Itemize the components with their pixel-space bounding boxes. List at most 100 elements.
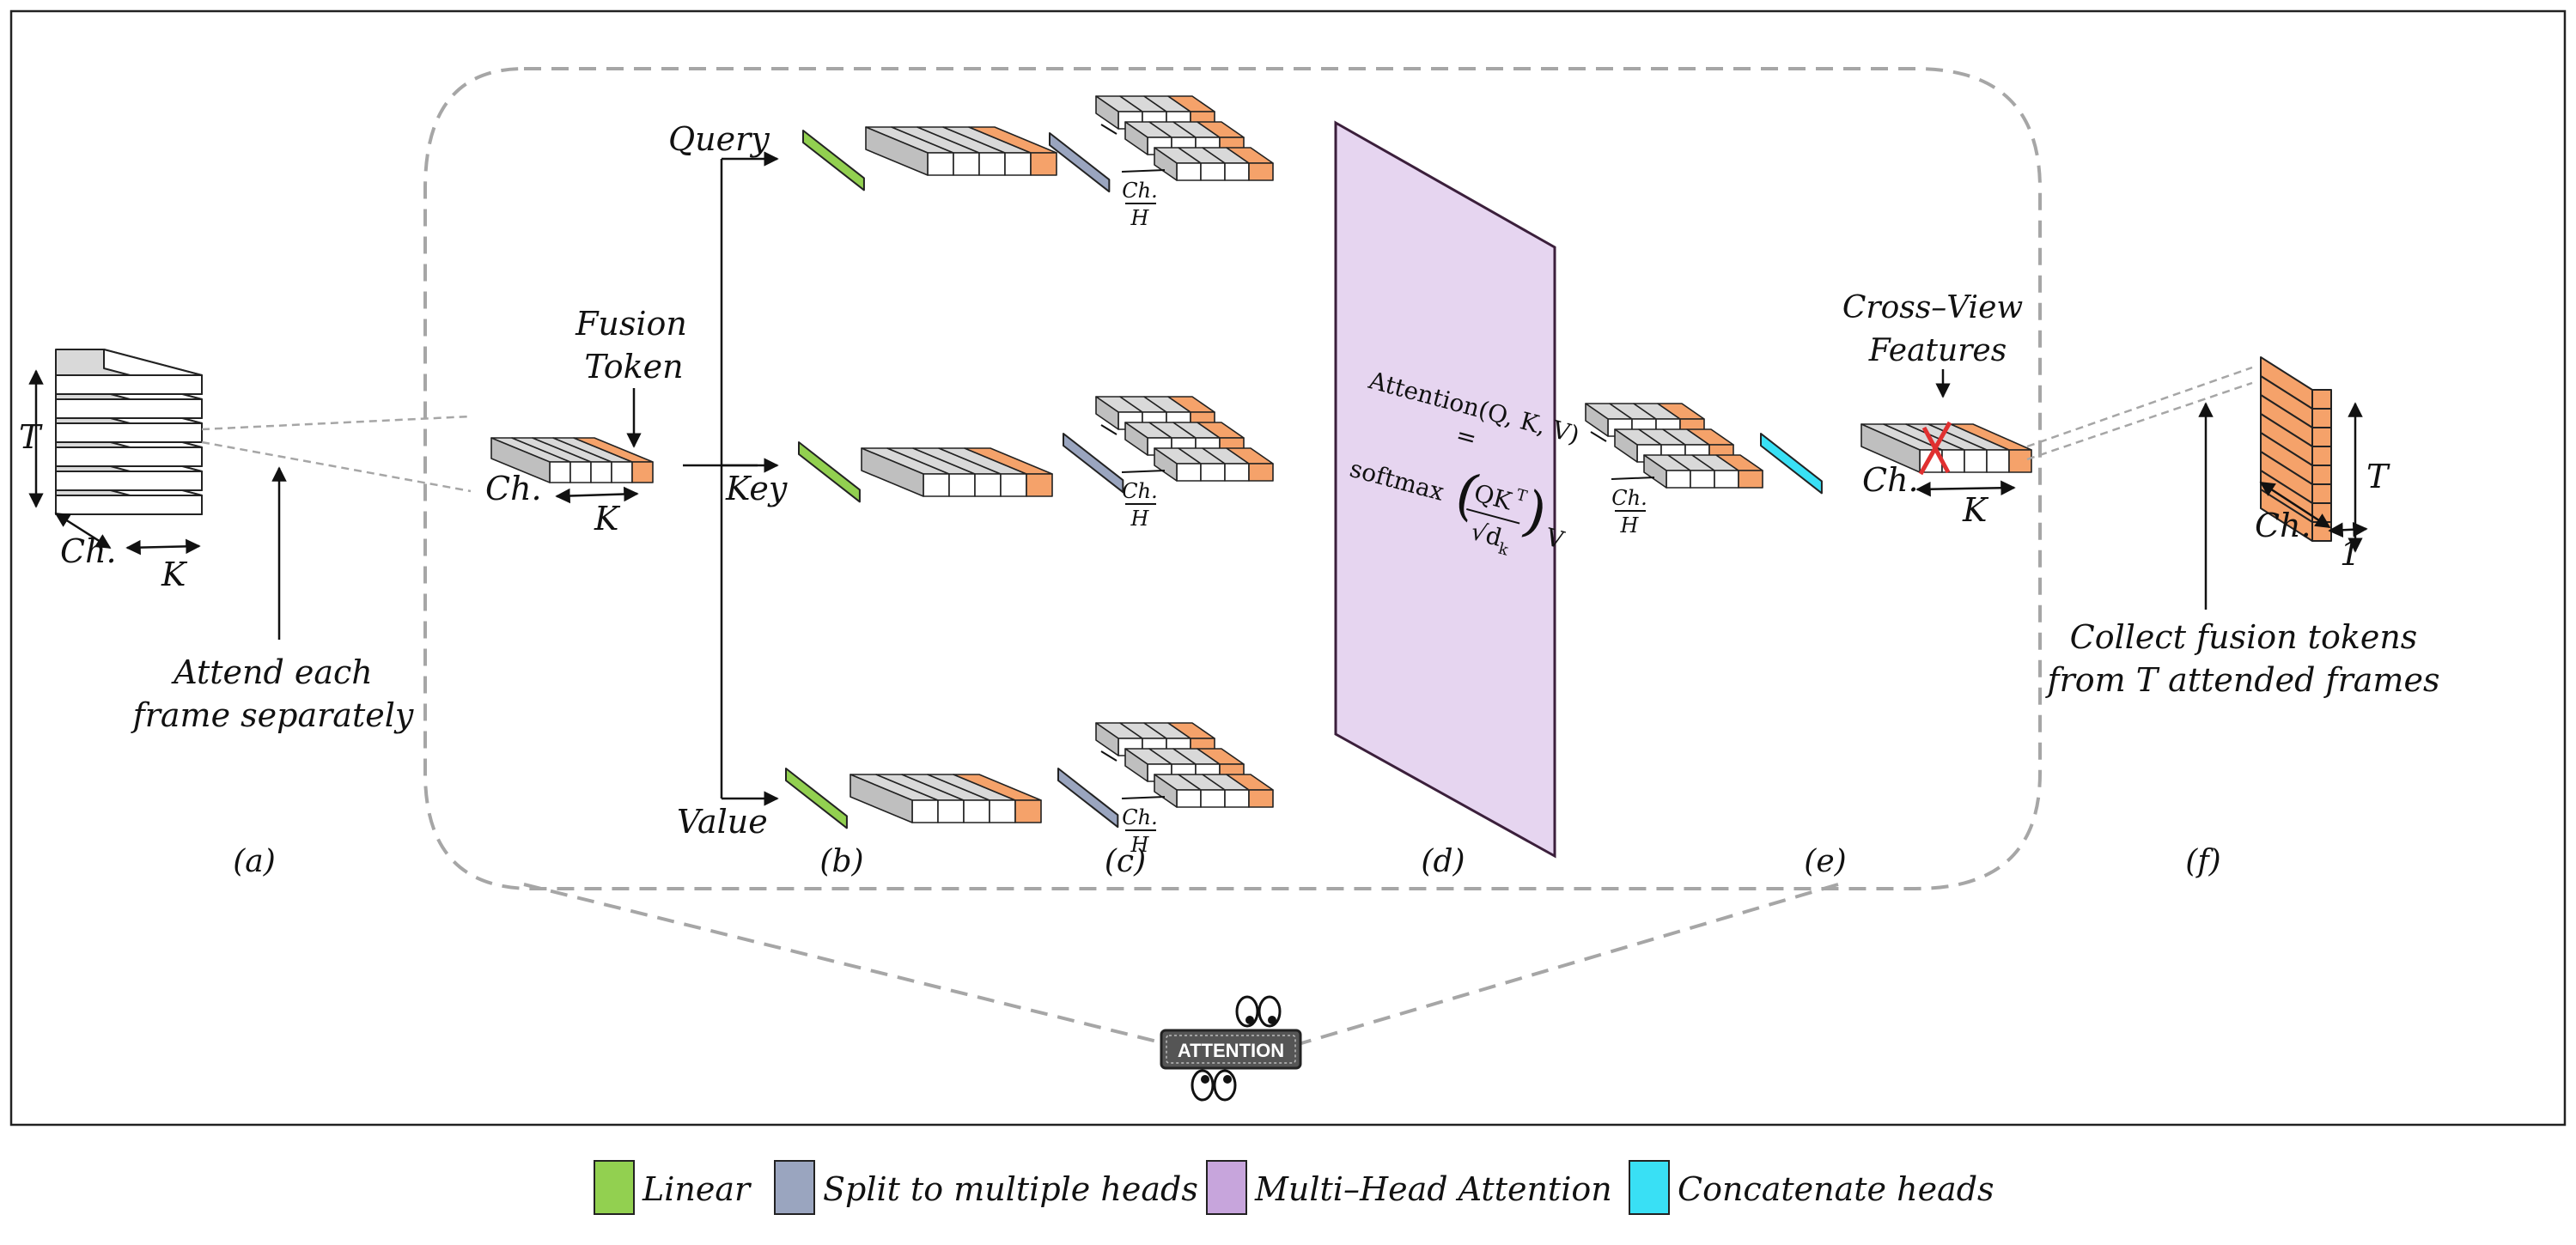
input-slab [490, 437, 654, 483]
legend-item-concat: Concatenate heads [1629, 1160, 1994, 1215]
split-layer [1063, 433, 1124, 494]
slab-front-cell [1986, 449, 2010, 473]
query-label: Query [668, 120, 770, 158]
input-k-label: K [594, 500, 621, 537]
slab-front-cell [1026, 473, 1053, 497]
slab-front-cell [1248, 162, 1274, 181]
legend-item-mha: Multi–Head Attention [1206, 1160, 1612, 1215]
input-ch-label: Ch. [485, 470, 542, 507]
collected-token-front [2311, 389, 2332, 410]
slab-front-cell [1224, 162, 1250, 181]
slab-side [1154, 774, 1178, 808]
head-h-arrow [1121, 169, 1166, 173]
collect-label-line1: Collect fusion tokens [2070, 618, 2418, 656]
slab-front-cell [1200, 463, 1226, 482]
frame-front [55, 422, 203, 443]
zoom-line-f [2026, 366, 2253, 461]
frame-front [55, 398, 203, 419]
output-side: Ch.H [1585, 403, 2032, 537]
fusion-token-label-line1: Fusion [575, 305, 687, 343]
slab-side [1095, 396, 1119, 430]
collected-token-front [2311, 465, 2332, 485]
head-ch-label: Ch. [1611, 486, 1647, 510]
slab-side [1154, 447, 1178, 482]
cross-out-mark [1918, 421, 1952, 476]
slab-front-cell [1714, 470, 1739, 489]
slab-front-cell [569, 461, 592, 483]
slab-front-cell [1176, 162, 1202, 181]
split-heads: Ch.H [1095, 95, 1274, 230]
projected-slab [850, 774, 1042, 823]
slab-front-cell [1224, 789, 1250, 808]
key-label: Key [725, 470, 788, 507]
attend-label-line1: Attend each [171, 653, 373, 691]
slab-front-cell [1000, 473, 1027, 497]
stack-k-label: K [161, 556, 188, 593]
legend-label-concat: Concatenate heads [1678, 1170, 1994, 1208]
slab-front-cell [1690, 470, 1715, 489]
slab-front-cell [1964, 449, 1988, 473]
collected-ch-label: Ch. [2255, 507, 2311, 544]
head-h-arrow [1611, 477, 1655, 480]
legend-swatch-concat [1629, 1160, 1670, 1215]
slab-front-cell [927, 152, 954, 176]
split-heads: Ch.H [1095, 396, 1274, 531]
slab-side [1154, 147, 1178, 181]
fusion-token-label-line2: Token [584, 348, 683, 386]
slab-front-cell [974, 473, 1002, 497]
split-heads: Ch. H [1095, 722, 1274, 857]
projected-slab [861, 447, 1053, 497]
head-ch-label: Ch. [1122, 479, 1157, 503]
collected-token-front [2311, 483, 2332, 504]
slab-front-cell [923, 473, 950, 497]
input-token-slab [490, 437, 654, 483]
collected-one-arrow [2328, 521, 2368, 538]
linear-layer [802, 130, 865, 191]
slab-front-cell [937, 799, 965, 823]
output-k-label: K [1962, 491, 1989, 529]
slab-side [1643, 454, 1667, 489]
head-slab [1643, 454, 1763, 489]
concat-input-heads: Ch.H [1585, 403, 1763, 537]
qkv-row: Ch.H [802, 95, 1274, 230]
panel-label-b: (b) [819, 844, 863, 879]
stack-ch-arrow [54, 512, 112, 550]
panel-label-f: (f) [2185, 844, 2220, 879]
panel-label-d: (d) [1421, 844, 1465, 879]
panel-label-a: (a) [233, 844, 276, 879]
slab-front-cell [1738, 470, 1763, 489]
slab-front-cell [1200, 162, 1226, 181]
slab-front-cell [1248, 463, 1274, 482]
legend-item-split: Split to multiple heads [774, 1160, 1198, 1215]
cross-view-label-line1: Cross–View [1842, 290, 2024, 325]
head-ch-label: Ch. [1122, 805, 1157, 829]
slab-front-cell [1248, 789, 1274, 808]
head-h-label: H [1130, 833, 1150, 857]
concat-layer [1760, 433, 1823, 495]
head-ch-arrow [1590, 431, 1607, 442]
slab-front-cell [1224, 463, 1250, 482]
zoom-funnel [523, 883, 1839, 1045]
frame-front [55, 471, 203, 491]
head-ch-label: Ch. [1122, 179, 1157, 203]
slab-front-cell [1176, 789, 1202, 808]
slab-front-cell [631, 461, 654, 483]
slab-side [490, 437, 551, 483]
panel-label-c: (c) [1105, 844, 1146, 879]
head-h-arrow [1121, 796, 1166, 799]
slab-front-cell [1030, 152, 1057, 176]
output-k-arrow [1915, 480, 2016, 497]
head-slab [1154, 447, 1274, 482]
slab-front-cell [1014, 799, 1042, 823]
frame-front [55, 446, 203, 467]
slab-front-cell [953, 152, 980, 176]
slab-side [1124, 748, 1148, 782]
slab-front-cell [978, 152, 1006, 176]
head-ch-arrow [1100, 124, 1117, 135]
outer-frame [9, 9, 2567, 1127]
zoom-region [423, 67, 2042, 890]
head-slab [1154, 774, 1274, 808]
slab-side [1095, 95, 1119, 130]
split-layer [1057, 768, 1119, 829]
